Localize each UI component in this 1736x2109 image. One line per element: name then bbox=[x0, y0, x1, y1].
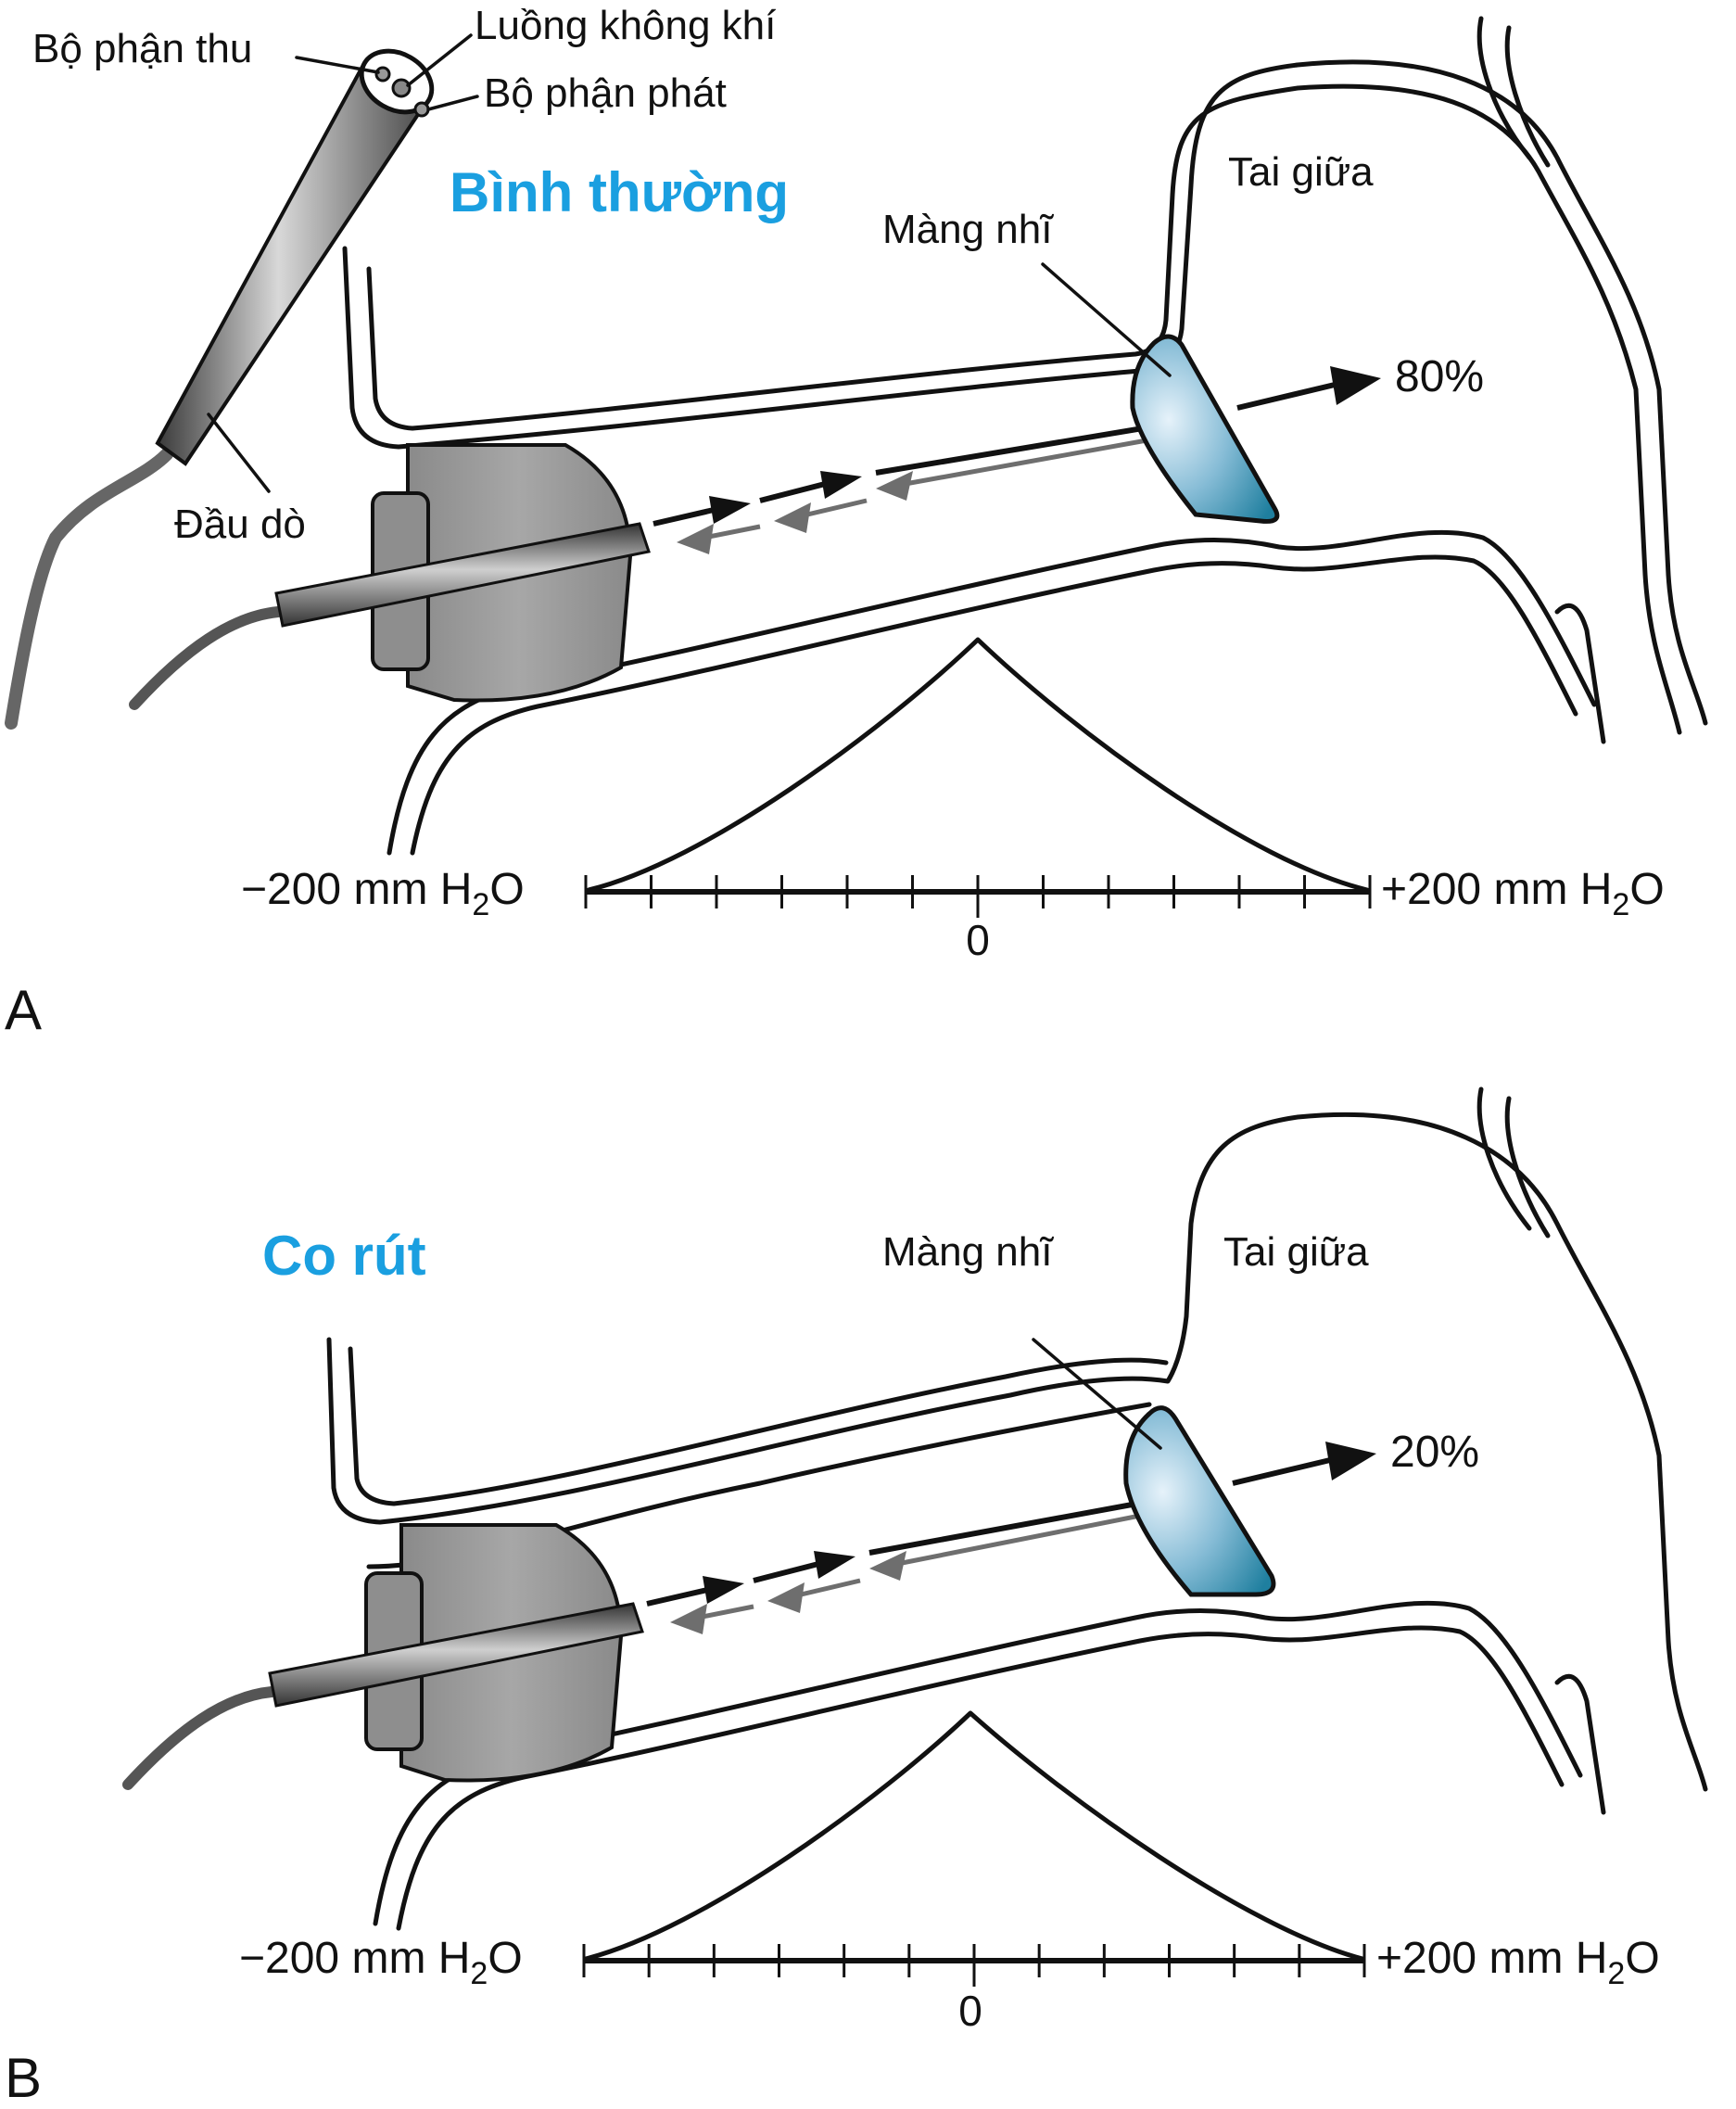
probe-handle-illustration bbox=[5, 33, 479, 730]
panel-b: Co rút bbox=[5, 1086, 1708, 2109]
incident-sound-arrows bbox=[653, 419, 1183, 527]
panel-b-title: Co rút bbox=[262, 1225, 426, 1287]
transmission-percent: 80% bbox=[1395, 352, 1484, 401]
middle-ear-label: Tai giữa bbox=[1228, 149, 1374, 195]
reflected-sound-arrows bbox=[677, 433, 1173, 554]
panel-a: Bộ phận thu Luồng không khí Bộ phận phát… bbox=[5, 3, 1708, 1041]
probe-label: Đầu dò bbox=[174, 502, 306, 547]
transmission-arrow bbox=[1236, 366, 1381, 411]
eardrum-label: Màng nhĩ bbox=[882, 207, 1054, 252]
eardrum-leader-line bbox=[1041, 262, 1172, 377]
axis-center-label: 0 bbox=[966, 916, 990, 964]
axis-ticks bbox=[582, 1944, 1366, 1987]
panel-a-label: A bbox=[5, 979, 42, 1041]
transmission-percent: 20% bbox=[1390, 1428, 1479, 1477]
tympanogram-b: −200 mm H2O +200 mm H2O 0 bbox=[239, 1710, 1660, 2035]
axis-right-label: +200 mm H2O bbox=[1376, 1934, 1660, 1991]
ear-canal-outline bbox=[342, 16, 1708, 856]
panel-a-title: Bình thường bbox=[450, 161, 789, 223]
eardrum-leader-line bbox=[1032, 1338, 1162, 1450]
axis-center-label: 0 bbox=[958, 1987, 982, 2035]
middle-ear-label: Tai giữa bbox=[1223, 1229, 1369, 1275]
axis-left-label: −200 mm H2O bbox=[239, 1934, 523, 1991]
ear-plug-illustration bbox=[122, 1523, 644, 1790]
axis-ticks bbox=[584, 875, 1372, 918]
airflow-label: Luồng không khí bbox=[475, 3, 777, 48]
emitter-label: Bộ phận phát bbox=[484, 70, 727, 116]
tympanogram-curve bbox=[583, 1710, 1365, 1962]
axis-right-label: +200 mm H2O bbox=[1381, 865, 1665, 922]
axis-left-label: −200 mm H2O bbox=[241, 865, 525, 922]
eardrum bbox=[1123, 1405, 1276, 1597]
panel-b-label: B bbox=[5, 2047, 42, 2109]
eardrum bbox=[1130, 334, 1280, 524]
incident-sound-arrows bbox=[646, 1494, 1173, 1607]
tympanogram-curve bbox=[586, 637, 1370, 893]
reflected-sound-arrows bbox=[670, 1508, 1164, 1634]
eardrum-label: Màng nhĩ bbox=[882, 1229, 1054, 1275]
tympanogram-a: −200 mm H2O +200 mm H2O 0 bbox=[241, 637, 1665, 964]
transmission-arrow bbox=[1232, 1442, 1376, 1486]
ear-plug-illustration bbox=[129, 443, 651, 710]
receiver-label: Bộ phận thu bbox=[32, 26, 252, 71]
ear-canal-outline bbox=[326, 1086, 1708, 1931]
